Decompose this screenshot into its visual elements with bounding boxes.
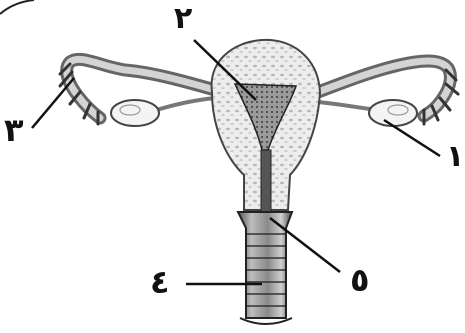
pointer-line-3 [32,78,74,128]
label-ovary: ١ [446,142,464,172]
right-ovary [369,100,417,126]
right-ovarian-ligament [318,102,378,110]
left-ovarian-ligament [150,98,215,112]
corner-outline [0,0,34,14]
label-cervix: ٥ [350,264,370,296]
cervical-canal [261,150,271,214]
pointer-line-1 [384,120,440,156]
label-uterus: ٢ [174,4,192,34]
label-fallopian-tube: ٣ [4,114,24,146]
left-ovary [111,100,159,126]
label-vagina: ٤ [150,266,170,298]
